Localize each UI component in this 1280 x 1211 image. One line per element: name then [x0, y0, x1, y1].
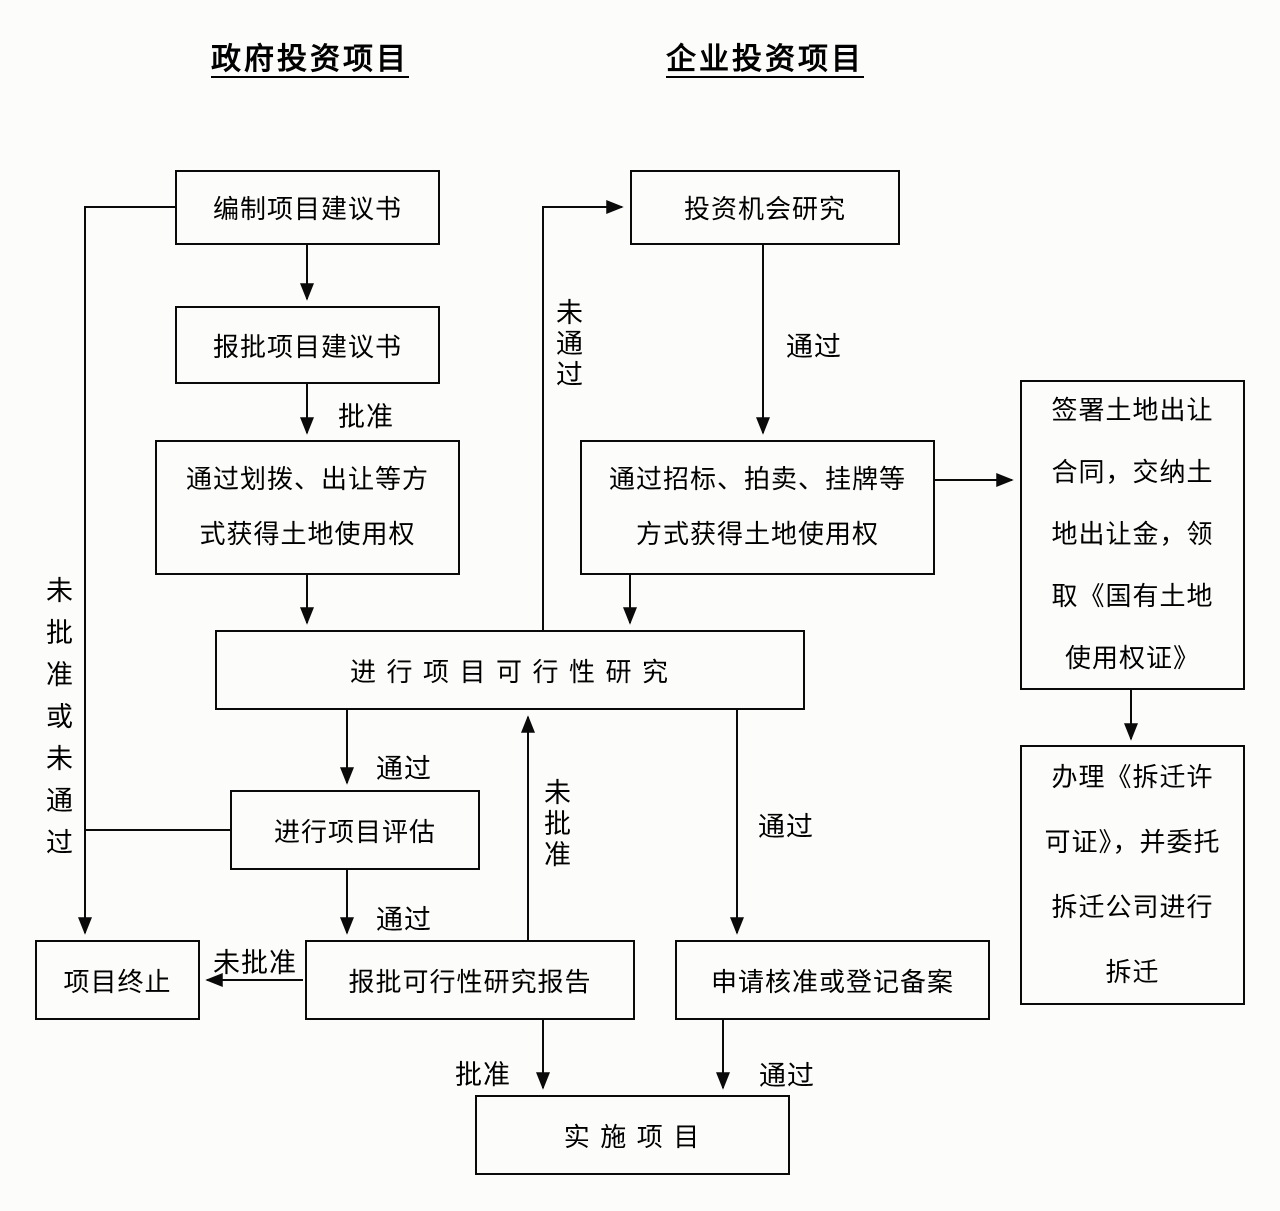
edge-label-passed-implementation: 通过 [759, 1061, 815, 1091]
title-government-projects: 政府投资项目 [211, 43, 409, 76]
arrow-fail-to-termination [78, 206, 175, 935]
node-feasibility-study: 进 行 项 目 可 行 性 研 究 [215, 630, 805, 710]
edge-label-not-approved-loop: 未批准 [540, 778, 570, 871]
edge-label-passed-to-report: 通过 [376, 905, 432, 935]
edge-label-not-approved-termination: 未批准 [213, 948, 297, 978]
node-land-allocation: 通过划拨、出让等方 式获得土地使用权 [155, 440, 460, 575]
node-line: 通过招标、拍卖、挂牌等 [608, 464, 906, 494]
node-submit-project-proposal: 报批项目建议书 [175, 306, 440, 384]
edge-label-approved-implementation: 批准 [455, 1060, 511, 1090]
edge-label-not-approved-or-not-passed: 未批准或未通过 [42, 576, 72, 870]
node-project-evaluation: 进行项目评估 [230, 790, 480, 870]
node-implement-project: 实 施 项 目 [475, 1095, 790, 1175]
node-sign-land-contract: 签署土地出让 合同，交纳土 地出让金，领 取《国有土地 使用权证》 [1020, 380, 1245, 690]
node-line: 签署土地出让 [1051, 396, 1214, 426]
edge-label-passed-to-bidding: 通过 [786, 332, 842, 362]
node-line: 方式获得土地使用权 [635, 519, 879, 549]
node-investment-opportunity-study: 投资机会研究 [630, 170, 900, 245]
edge-label-passed-to-evaluation: 通过 [376, 754, 432, 784]
edge-label-not-passed-loop: 未通过 [552, 298, 582, 391]
node-approval-registration: 申请核准或登记备案 [675, 940, 990, 1020]
title-enterprise-projects: 企业投资项目 [666, 43, 864, 76]
node-line: 通过划拨、出让等方 [185, 464, 429, 494]
node-land-bidding: 通过招标、拍卖、挂牌等 方式获得土地使用权 [580, 440, 935, 575]
arrow-feasibility-back-to-opportunity [542, 200, 624, 630]
node-submit-feasibility-report: 报批可行性研究报告 [305, 940, 635, 1020]
node-project-termination: 项目终止 [35, 940, 200, 1020]
node-line: 地出让金，领 [1051, 520, 1214, 550]
node-line: 拆迁公司进行 [1051, 893, 1214, 922]
node-line: 使用权证》 [1064, 643, 1200, 673]
node-line: 取《国有土地 [1051, 581, 1214, 611]
node-line: 合同，交纳土 [1051, 458, 1214, 488]
edge-label-approved-proposal: 批准 [338, 402, 394, 432]
node-line: 可证》，并委托 [1044, 828, 1221, 857]
node-compile-project-proposal: 编制项目建议书 [175, 170, 440, 245]
node-line: 式获得土地使用权 [199, 519, 416, 549]
node-line: 拆迁 [1105, 958, 1160, 987]
edge-label-passed-to-approval: 通过 [758, 812, 814, 842]
node-demolition-permit: 办理《拆迁许 可证》，并委托 拆迁公司进行 拆迁 [1020, 745, 1245, 1005]
node-line: 办理《拆迁许 [1051, 763, 1214, 792]
